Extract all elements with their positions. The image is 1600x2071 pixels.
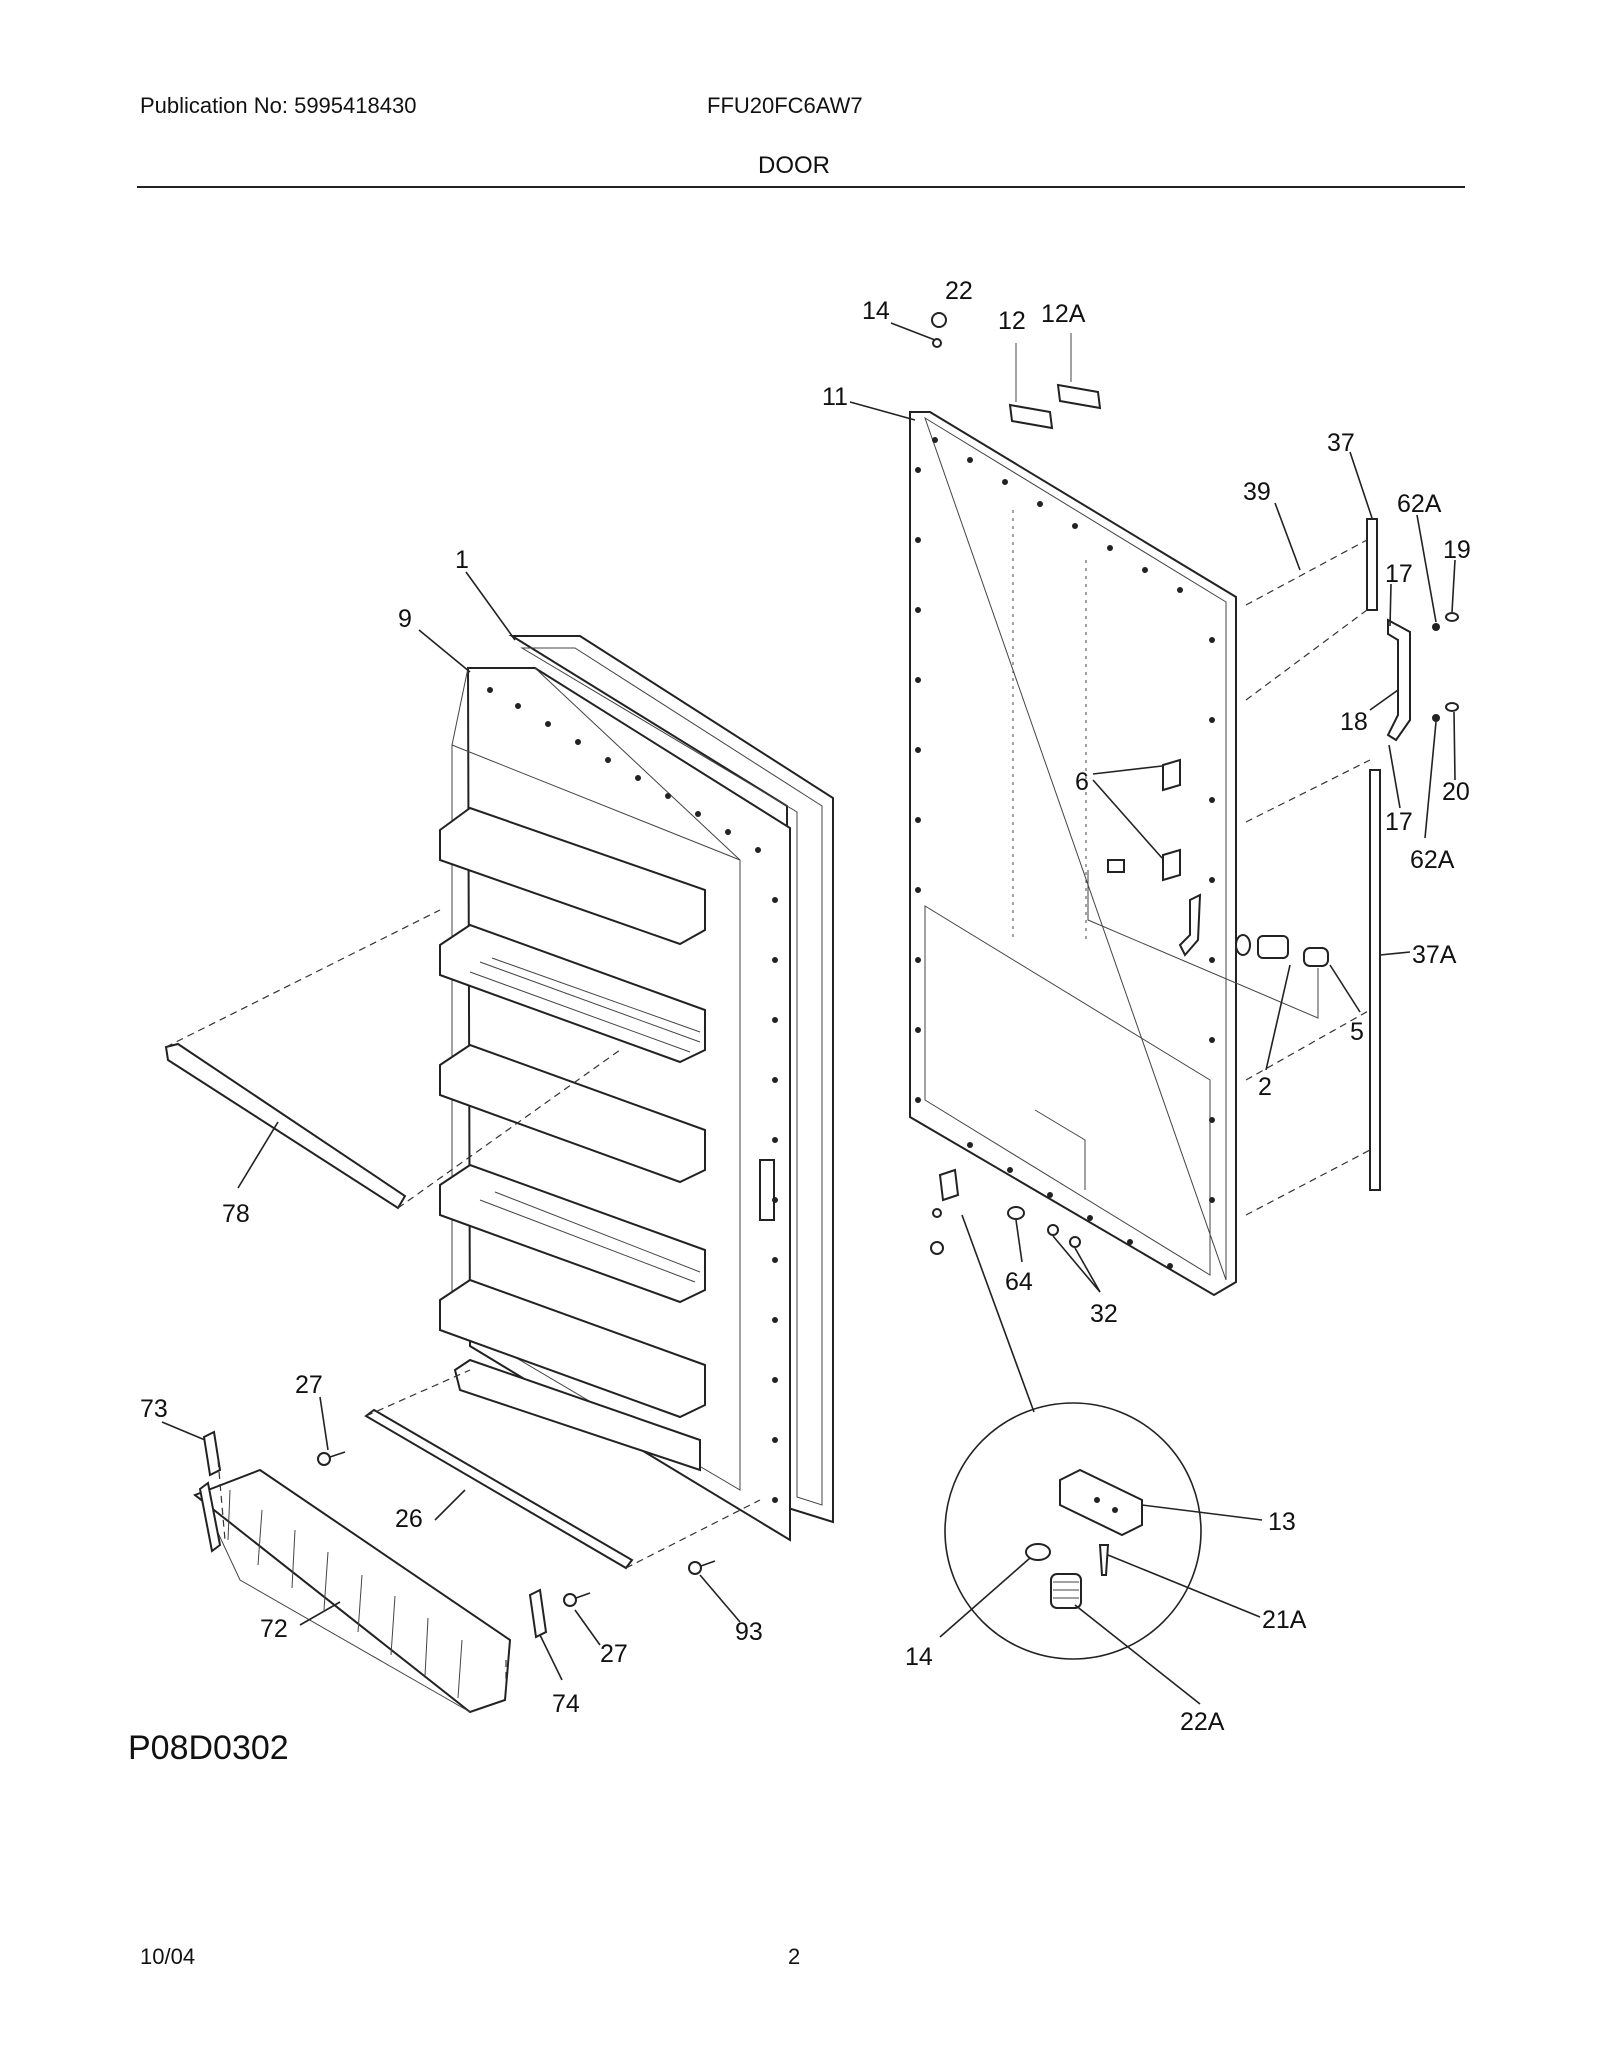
callout-32: 32 bbox=[1090, 1300, 1118, 1328]
bottom-trim-drawing bbox=[364, 1369, 761, 1570]
callout-27-left: 27 bbox=[295, 1371, 323, 1399]
footer-date: 10/04 bbox=[140, 1944, 196, 1969]
page-number: 2 bbox=[788, 1944, 801, 1969]
callout-20: 20 bbox=[1442, 778, 1470, 806]
shelf-bar-drawing bbox=[164, 909, 621, 1210]
hinge-brackets-drawing bbox=[1107, 758, 1202, 957]
callout-14-detail: 14 bbox=[905, 1643, 933, 1671]
callout-13: 13 bbox=[1268, 1508, 1296, 1536]
callout-17-bottom: 17 bbox=[1385, 808, 1413, 836]
basket-support-73 bbox=[202, 1430, 226, 1541]
callout-93: 93 bbox=[735, 1618, 763, 1646]
callout-26: 26 bbox=[395, 1505, 423, 1533]
door-gasket-drawing bbox=[508, 635, 834, 1524]
basket-drawing bbox=[193, 1468, 512, 1714]
callout-12: 12 bbox=[998, 307, 1026, 335]
outer-door-panel-drawing bbox=[909, 411, 1237, 1297]
callout-27-right: 27 bbox=[600, 1640, 628, 1668]
callout-39: 39 bbox=[1243, 478, 1271, 506]
callout-14-top: 14 bbox=[862, 297, 890, 325]
detail-magnifier bbox=[944, 1402, 1202, 1660]
door-liner-drawing bbox=[439, 667, 791, 1542]
bottom-hinge-parts bbox=[930, 1168, 1081, 1413]
callout-18: 18 bbox=[1340, 708, 1368, 736]
callout-74: 74 bbox=[552, 1690, 580, 1718]
callout-1: 1 bbox=[455, 546, 469, 574]
section-title: DOOR bbox=[758, 152, 830, 179]
callout-37a: 37A bbox=[1412, 941, 1457, 969]
callout-22a: 22A bbox=[1180, 1708, 1225, 1736]
callout-17-top: 17 bbox=[1385, 560, 1413, 588]
callout-5: 5 bbox=[1350, 1018, 1364, 1046]
callout-labels: 1 9 78 73 27 26 72 27 93 74 14 22 12 12A… bbox=[140, 277, 1471, 1736]
basket-support-74 bbox=[505, 1588, 548, 1690]
top-hinge-parts bbox=[931, 312, 1102, 430]
lock-assembly-drawing bbox=[1087, 870, 1329, 1019]
panel-screw-holes bbox=[915, 437, 1215, 1269]
callout-37: 37 bbox=[1327, 429, 1355, 457]
screws-27-93 bbox=[317, 1451, 716, 1607]
callout-62a-bottom: 62A bbox=[1410, 846, 1455, 874]
callout-11: 11 bbox=[822, 383, 848, 411]
model-number: FFU20FC6AW7 bbox=[707, 93, 863, 118]
callout-2: 2 bbox=[1258, 1073, 1272, 1101]
callout-62a-top: 62A bbox=[1397, 490, 1442, 518]
callout-72: 72 bbox=[260, 1615, 288, 1643]
leader-lines bbox=[161, 322, 1456, 1705]
publication-number: Publication No: 5995418430 bbox=[140, 93, 417, 118]
side-trim-drawings bbox=[1245, 518, 1381, 1216]
header-rule bbox=[137, 186, 1465, 188]
callout-22: 22 bbox=[945, 277, 973, 305]
callout-6: 6 bbox=[1075, 768, 1089, 796]
callout-12a: 12A bbox=[1041, 300, 1086, 328]
callout-73: 73 bbox=[140, 1395, 168, 1423]
liner-screw-holes bbox=[487, 687, 778, 1503]
callout-78: 78 bbox=[222, 1200, 250, 1228]
callout-9: 9 bbox=[398, 605, 412, 633]
diagram-code: P08D0302 bbox=[128, 1729, 289, 1767]
callout-21a: 21A bbox=[1262, 1606, 1307, 1634]
handle-drawing bbox=[1386, 612, 1459, 742]
callout-64: 64 bbox=[1005, 1268, 1033, 1296]
callout-19: 19 bbox=[1443, 536, 1471, 564]
